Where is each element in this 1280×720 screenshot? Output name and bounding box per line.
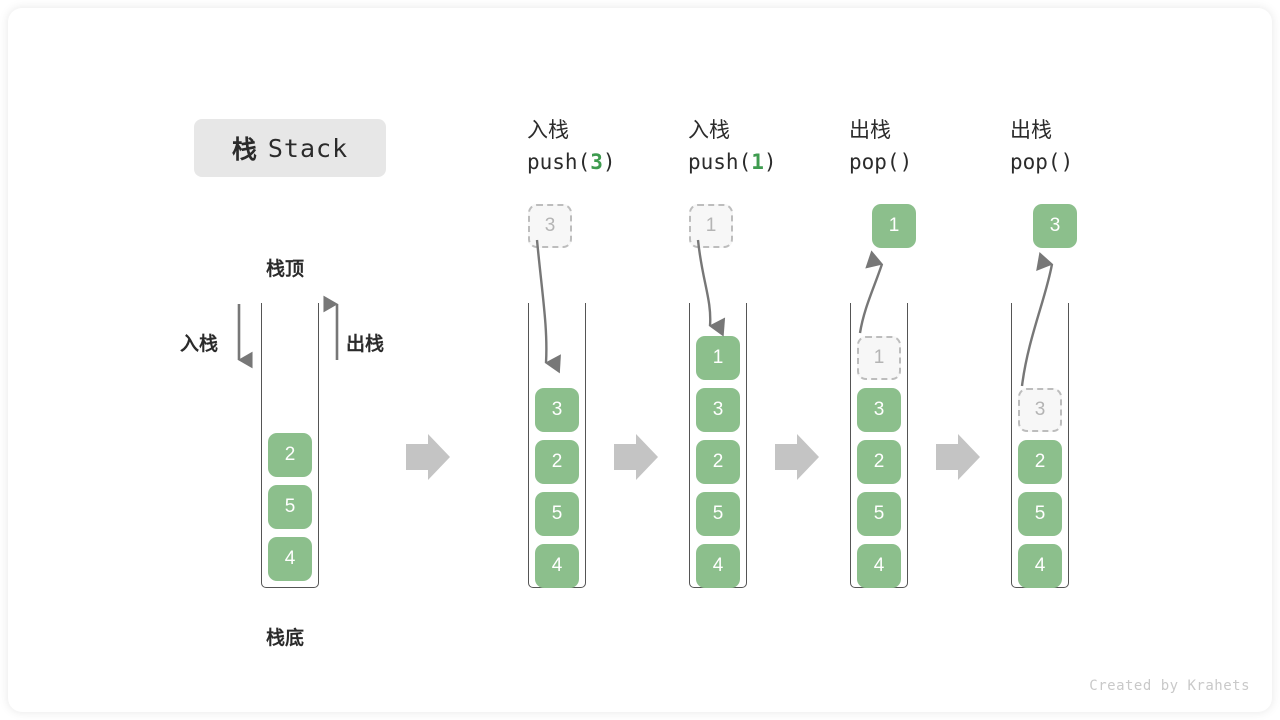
pending-push-element: 1 <box>689 204 733 248</box>
stack-cell: 2 <box>268 433 312 477</box>
stack-cell: 4 <box>535 544 579 588</box>
stack-cell: 3 <box>696 388 740 432</box>
step-heading-push-3: 入栈 push(3) <box>527 116 616 178</box>
step-heading-cn: 出栈 <box>849 119 891 142</box>
stack-cell: 3 <box>535 388 579 432</box>
stack-cell: 2 <box>857 440 901 484</box>
stack-cell: 1 <box>857 336 901 380</box>
step-heading-cn: 入栈 <box>527 119 569 142</box>
step-arrow <box>614 434 658 480</box>
step-heading-code: push(3) <box>527 150 616 174</box>
pending-push-element: 3 <box>528 204 572 248</box>
stack-cell: 2 <box>1018 440 1062 484</box>
stack-bottom-label: 栈底 <box>266 628 305 649</box>
step-heading-pop-2: 出栈 pop() <box>1010 116 1073 178</box>
step-heading-cn: 入栈 <box>688 119 730 142</box>
stack-cell: 5 <box>268 485 312 529</box>
stack-cell: 3 <box>857 388 901 432</box>
step-heading-push-1: 入栈 push(1) <box>688 116 777 178</box>
stack-cell: 3 <box>1018 388 1062 432</box>
popped-element: 3 <box>1033 204 1077 248</box>
stack-cell: 4 <box>857 544 901 588</box>
stack-cell: 5 <box>535 492 579 536</box>
step-heading-pop-1: 出栈 pop() <box>849 116 912 178</box>
stack-cell: 5 <box>1018 492 1062 536</box>
stack-cell: 2 <box>696 440 740 484</box>
push-direction-label: 入栈 <box>180 334 219 355</box>
credit-text: Created by Krahets <box>1089 678 1250 694</box>
step-heading-cn: 出栈 <box>1010 119 1052 142</box>
stack-cell: 2 <box>535 440 579 484</box>
step-arrow <box>936 434 980 480</box>
title-chinese: 栈 <box>231 136 258 164</box>
stack-cell: 4 <box>696 544 740 588</box>
step-heading-code: pop() <box>849 150 913 174</box>
stack-cell: 4 <box>1018 544 1062 588</box>
popped-element: 1 <box>872 204 916 248</box>
diagram-title-badge: 栈 Stack <box>194 119 386 177</box>
step-code-argument: 1 <box>751 150 764 174</box>
arrow-overlay <box>237 239 1054 480</box>
step-arrow <box>775 434 819 480</box>
stack-cell: 1 <box>696 336 740 380</box>
title-english: Stack <box>267 133 349 163</box>
step-arrow <box>406 434 450 480</box>
step-code-argument: 3 <box>590 150 603 174</box>
stack-cell: 5 <box>857 492 901 536</box>
stack-cell: 4 <box>268 537 312 581</box>
step-heading-code: pop() <box>1010 150 1074 174</box>
pop-direction-label: 出栈 <box>346 334 385 355</box>
stack-top-label: 栈顶 <box>266 259 305 280</box>
step-heading-code: push(1) <box>688 150 777 174</box>
stack-cell: 5 <box>696 492 740 536</box>
